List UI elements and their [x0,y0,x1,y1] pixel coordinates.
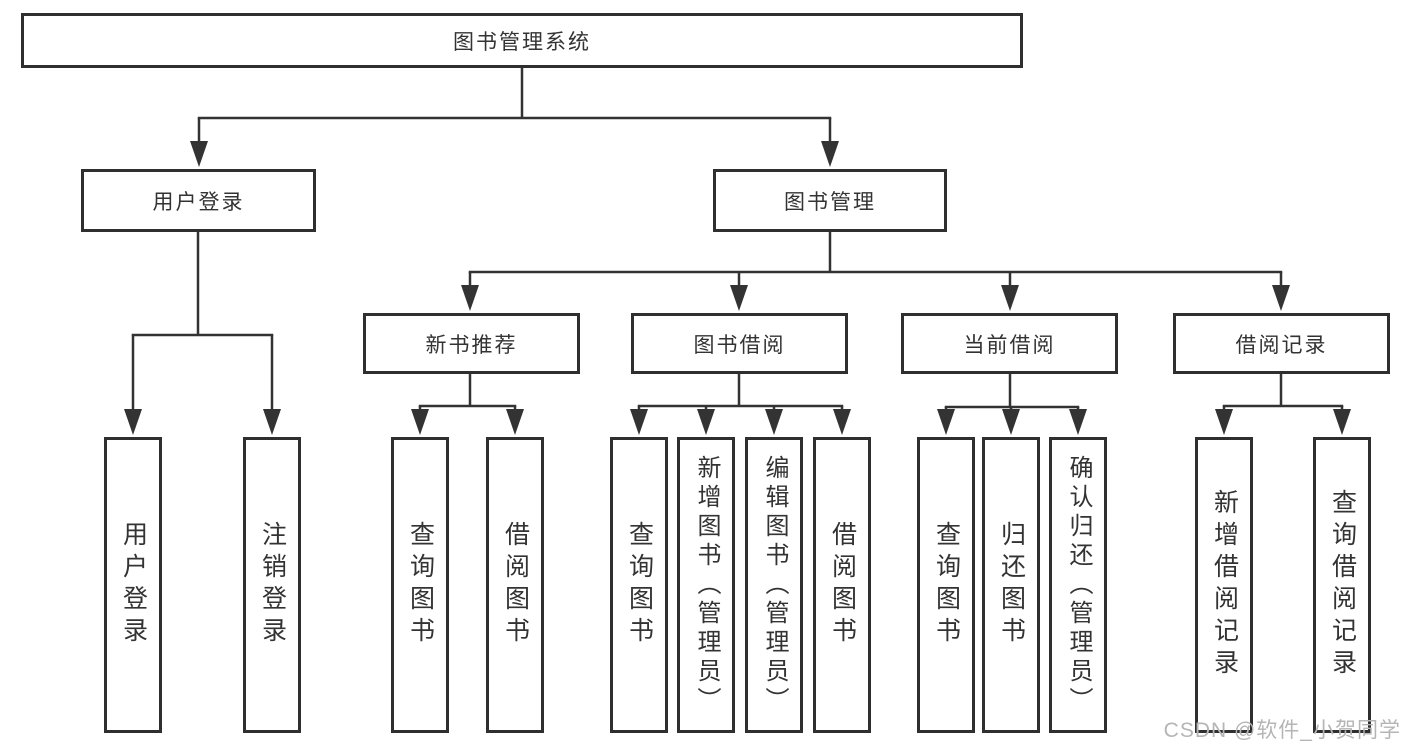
node-book-management-label: 图书管理 [784,190,876,214]
node-new-book-recommend-label: 新书推荐 [425,333,518,357]
node-book-borrowing-label: 图书借阅 [693,333,786,357]
node-user-login-label: 用户登录 [152,190,245,214]
leaf-bb-borrow-books-label: 借阅图书 [828,521,857,649]
node-new-book-recommend: 新书推荐 [363,313,580,374]
leaf-br-query-record-label: 查询借阅记录 [1328,489,1357,681]
leaf-cb-return-books-label: 归还图书 [997,521,1026,649]
leaf-cb-confirm-return-admin: 确认归还（管理员） [1049,437,1107,733]
node-borrowing-records-label: 借阅记录 [1235,333,1328,357]
connector-current-borrowing-to-leaves [937,374,1087,435]
leaf-cb-query-books: 查询图书 [917,437,975,733]
leaf-cb-query-books-label: 查询图书 [932,521,961,649]
connector-borrowing-records-to-leaves [1215,374,1351,435]
leaf-cb-confirm-return-admin-label: 确认归还（管理员） [1065,454,1092,716]
leaf-br-query-record: 查询借阅记录 [1313,437,1371,733]
connector-book-borrowing-to-leaves [630,374,851,435]
leaf-bb-add-books-admin: 新增图书（管理员） [677,437,735,733]
leaf-user-login: 用户登录 [104,437,162,733]
leaf-nb-borrow-books-label: 借阅图书 [501,521,530,649]
leaf-nb-query-books: 查询图书 [391,437,449,733]
node-user-login: 用户登录 [81,169,316,232]
leaf-nb-query-books-label: 查询图书 [406,521,435,649]
leaf-br-add-record-label: 新增借阅记录 [1210,489,1239,681]
node-book-management: 图书管理 [713,169,947,232]
leaf-br-add-record: 新增借阅记录 [1195,437,1253,733]
leaf-bb-query-books-label: 查询图书 [625,521,654,649]
leaf-logout-label: 注销登录 [258,521,287,649]
leaf-user-login-label: 用户登录 [119,521,148,649]
leaf-bb-edit-books-admin: 编辑图书（管理员） [745,437,803,733]
node-borrowing-records: 借阅记录 [1173,313,1390,374]
node-current-borrowing-label: 当前借阅 [963,333,1056,357]
leaf-bb-query-books: 查询图书 [610,437,668,733]
leaf-cb-return-books: 归还图书 [982,437,1040,733]
leaf-logout: 注销登录 [243,437,301,733]
connector-root-to-level1 [190,68,839,167]
node-root: 图书管理系统 [21,13,1023,68]
node-current-borrowing: 当前借阅 [901,313,1118,374]
connector-book-management-to-level2 [461,232,1290,311]
leaf-nb-borrow-books: 借阅图书 [486,437,544,733]
leaf-bb-add-books-admin-label: 新增图书（管理员） [693,454,720,716]
csdn-watermark: CSDN @软件_小贺同学 [1163,719,1401,742]
connector-new-book-to-leaves [411,374,524,435]
node-book-borrowing: 图书借阅 [631,313,848,374]
leaf-bb-borrow-books: 借阅图书 [813,437,871,733]
leaf-bb-edit-books-admin-label: 编辑图书（管理员） [761,454,788,716]
connector-user-login-to-leaves [124,232,281,435]
node-root-label: 图书管理系统 [453,30,591,54]
